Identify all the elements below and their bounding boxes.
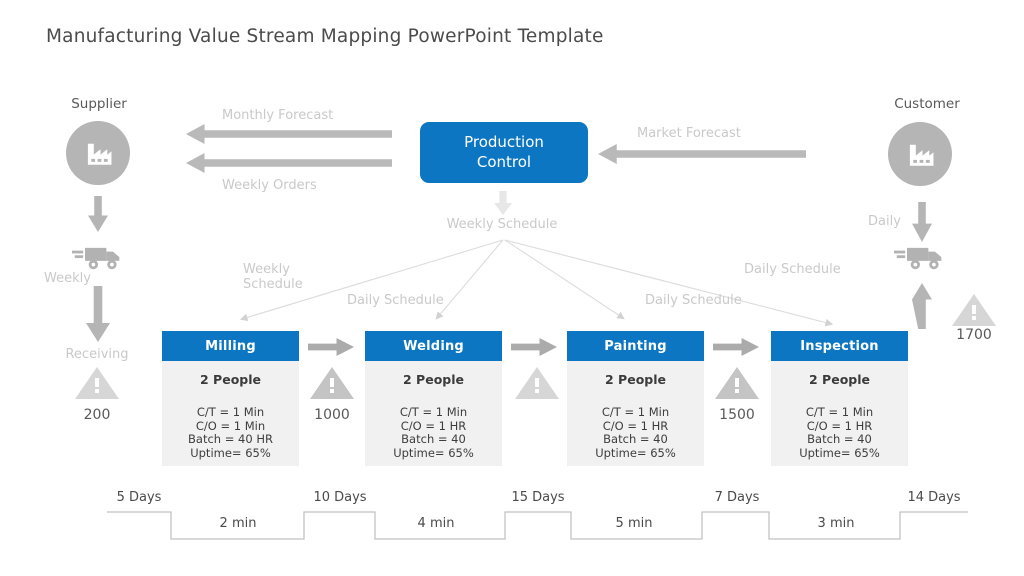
process-time-label-1: 2 min <box>219 516 257 531</box>
process-stat: C/O = 1 Min <box>195 418 266 433</box>
process-people: 2 People <box>605 372 666 387</box>
supplier-frequency-label: Weekly <box>44 271 91 286</box>
process-box-welding: Welding 2 People C/T = 1 Min C/O = 1 HR … <box>365 331 502 466</box>
process-detail-panel: 2 People C/T = 1 Min C/O = 1 HR Batch = … <box>771 361 908 466</box>
lead-time-label-4: 7 Days <box>714 490 760 505</box>
factory-icon <box>87 143 112 165</box>
process-box-painting: Painting 2 People C/T = 1 Min C/O = 1 HR… <box>567 331 704 466</box>
buffer-count-after-milling: 1000 <box>314 407 350 423</box>
process-box-inspection: Inspection 2 People C/T = 1 Min C/O = 1 … <box>771 331 908 466</box>
customer-frequency-label: Daily <box>868 214 901 229</box>
process-people: 2 People <box>809 372 870 387</box>
process-stat: Batch = 40 HR <box>188 432 273 446</box>
process-people: 2 People <box>200 372 261 387</box>
slide-title: Manufacturing Value Stream Mapping Power… <box>46 26 604 47</box>
supplier-factory-icon <box>66 121 130 185</box>
market-forecast-label: Market Forecast <box>637 126 741 141</box>
process-title: Inspection <box>771 331 908 361</box>
process-detail-panel: 2 People C/T = 1 Min C/O = 1 HR Batch = … <box>567 361 704 466</box>
process-detail-panel: 2 People C/T = 1 Min C/O = 1 Min Batch =… <box>162 361 299 466</box>
weekly-schedule-side-line2: Schedule <box>243 277 303 292</box>
weekly-schedule-side-label: Weekly Schedule <box>243 262 303 292</box>
lead-time-label-3: 15 Days <box>511 490 565 505</box>
process-title: Welding <box>365 331 502 361</box>
process-stat: Batch = 40 <box>807 432 872 446</box>
process-stat: C/T = 1 Min <box>601 405 670 419</box>
weekly-schedule-label: Weekly Schedule <box>446 217 558 232</box>
process-stat: Uptime= 65% <box>799 445 880 460</box>
lead-time-ladder-line <box>107 511 968 540</box>
lead-time-label-2: 10 Days <box>313 490 367 505</box>
customer-inventory-count: 1700 <box>956 327 992 343</box>
process-box-milling: Milling 2 People C/T = 1 Min C/O = 1 Min… <box>162 331 299 466</box>
process-stats: C/T = 1 Min C/O = 1 Min Batch = 40 HR Up… <box>162 405 299 460</box>
process-time-label-2: 4 min <box>417 516 455 531</box>
inbound-truck-icon <box>72 247 120 270</box>
process-stat: Batch = 40 <box>401 432 466 446</box>
process-people: 2 People <box>403 372 464 387</box>
process-stat: C/T = 1 Min <box>399 405 468 419</box>
receiving-inventory-count: 200 <box>83 407 111 423</box>
lead-time-label-1: 5 Days <box>116 490 162 505</box>
process-stats: C/T = 1 Min C/O = 1 HR Batch = 40 Uptime… <box>365 405 502 460</box>
process-stat: Batch = 40 <box>603 432 668 446</box>
process-detail-panel: 2 People C/T = 1 Min C/O = 1 HR Batch = … <box>365 361 502 466</box>
customer-factory-icon <box>888 122 952 186</box>
process-stat: C/T = 1 Min <box>805 405 874 419</box>
daily-schedule-label-2: Daily Schedule <box>645 293 742 308</box>
customer-label: Customer <box>894 96 960 112</box>
process-title: Milling <box>162 331 299 361</box>
process-stat: C/O = 1 HR <box>806 418 873 433</box>
process-time-label-4: 3 min <box>817 516 855 531</box>
buffer-count-after-painting: 1500 <box>719 407 755 423</box>
process-stats: C/T = 1 Min C/O = 1 HR Batch = 40 Uptime… <box>771 405 908 460</box>
process-stat: C/O = 1 HR <box>602 418 669 433</box>
process-title: Painting <box>567 331 704 361</box>
lead-time-label-5: 14 Days <box>907 490 961 505</box>
receiving-label: Receiving <box>65 347 129 362</box>
daily-schedule-label-1: Daily Schedule <box>347 293 444 308</box>
weekly-orders-label: Weekly Orders <box>222 178 317 193</box>
process-time-label-3: 5 min <box>615 516 653 531</box>
weekly-schedule-side-line1: Weekly <box>243 262 290 277</box>
process-stat: Uptime= 65% <box>393 445 474 460</box>
monthly-forecast-label: Monthly Forecast <box>222 108 334 123</box>
process-stat: Uptime= 65% <box>190 445 271 460</box>
supplier-label: Supplier <box>71 96 127 112</box>
production-control-box: Production Control <box>420 122 588 183</box>
daily-schedule-label-3: Daily Schedule <box>744 262 841 277</box>
process-stat: Uptime= 65% <box>595 445 676 460</box>
process-stats: C/T = 1 Min C/O = 1 HR Batch = 40 Uptime… <box>567 405 704 460</box>
factory-icon <box>909 144 934 166</box>
outbound-truck-icon <box>894 247 942 270</box>
process-stat: C/T = 1 Min <box>196 405 265 419</box>
process-stat: C/O = 1 HR <box>400 418 467 433</box>
